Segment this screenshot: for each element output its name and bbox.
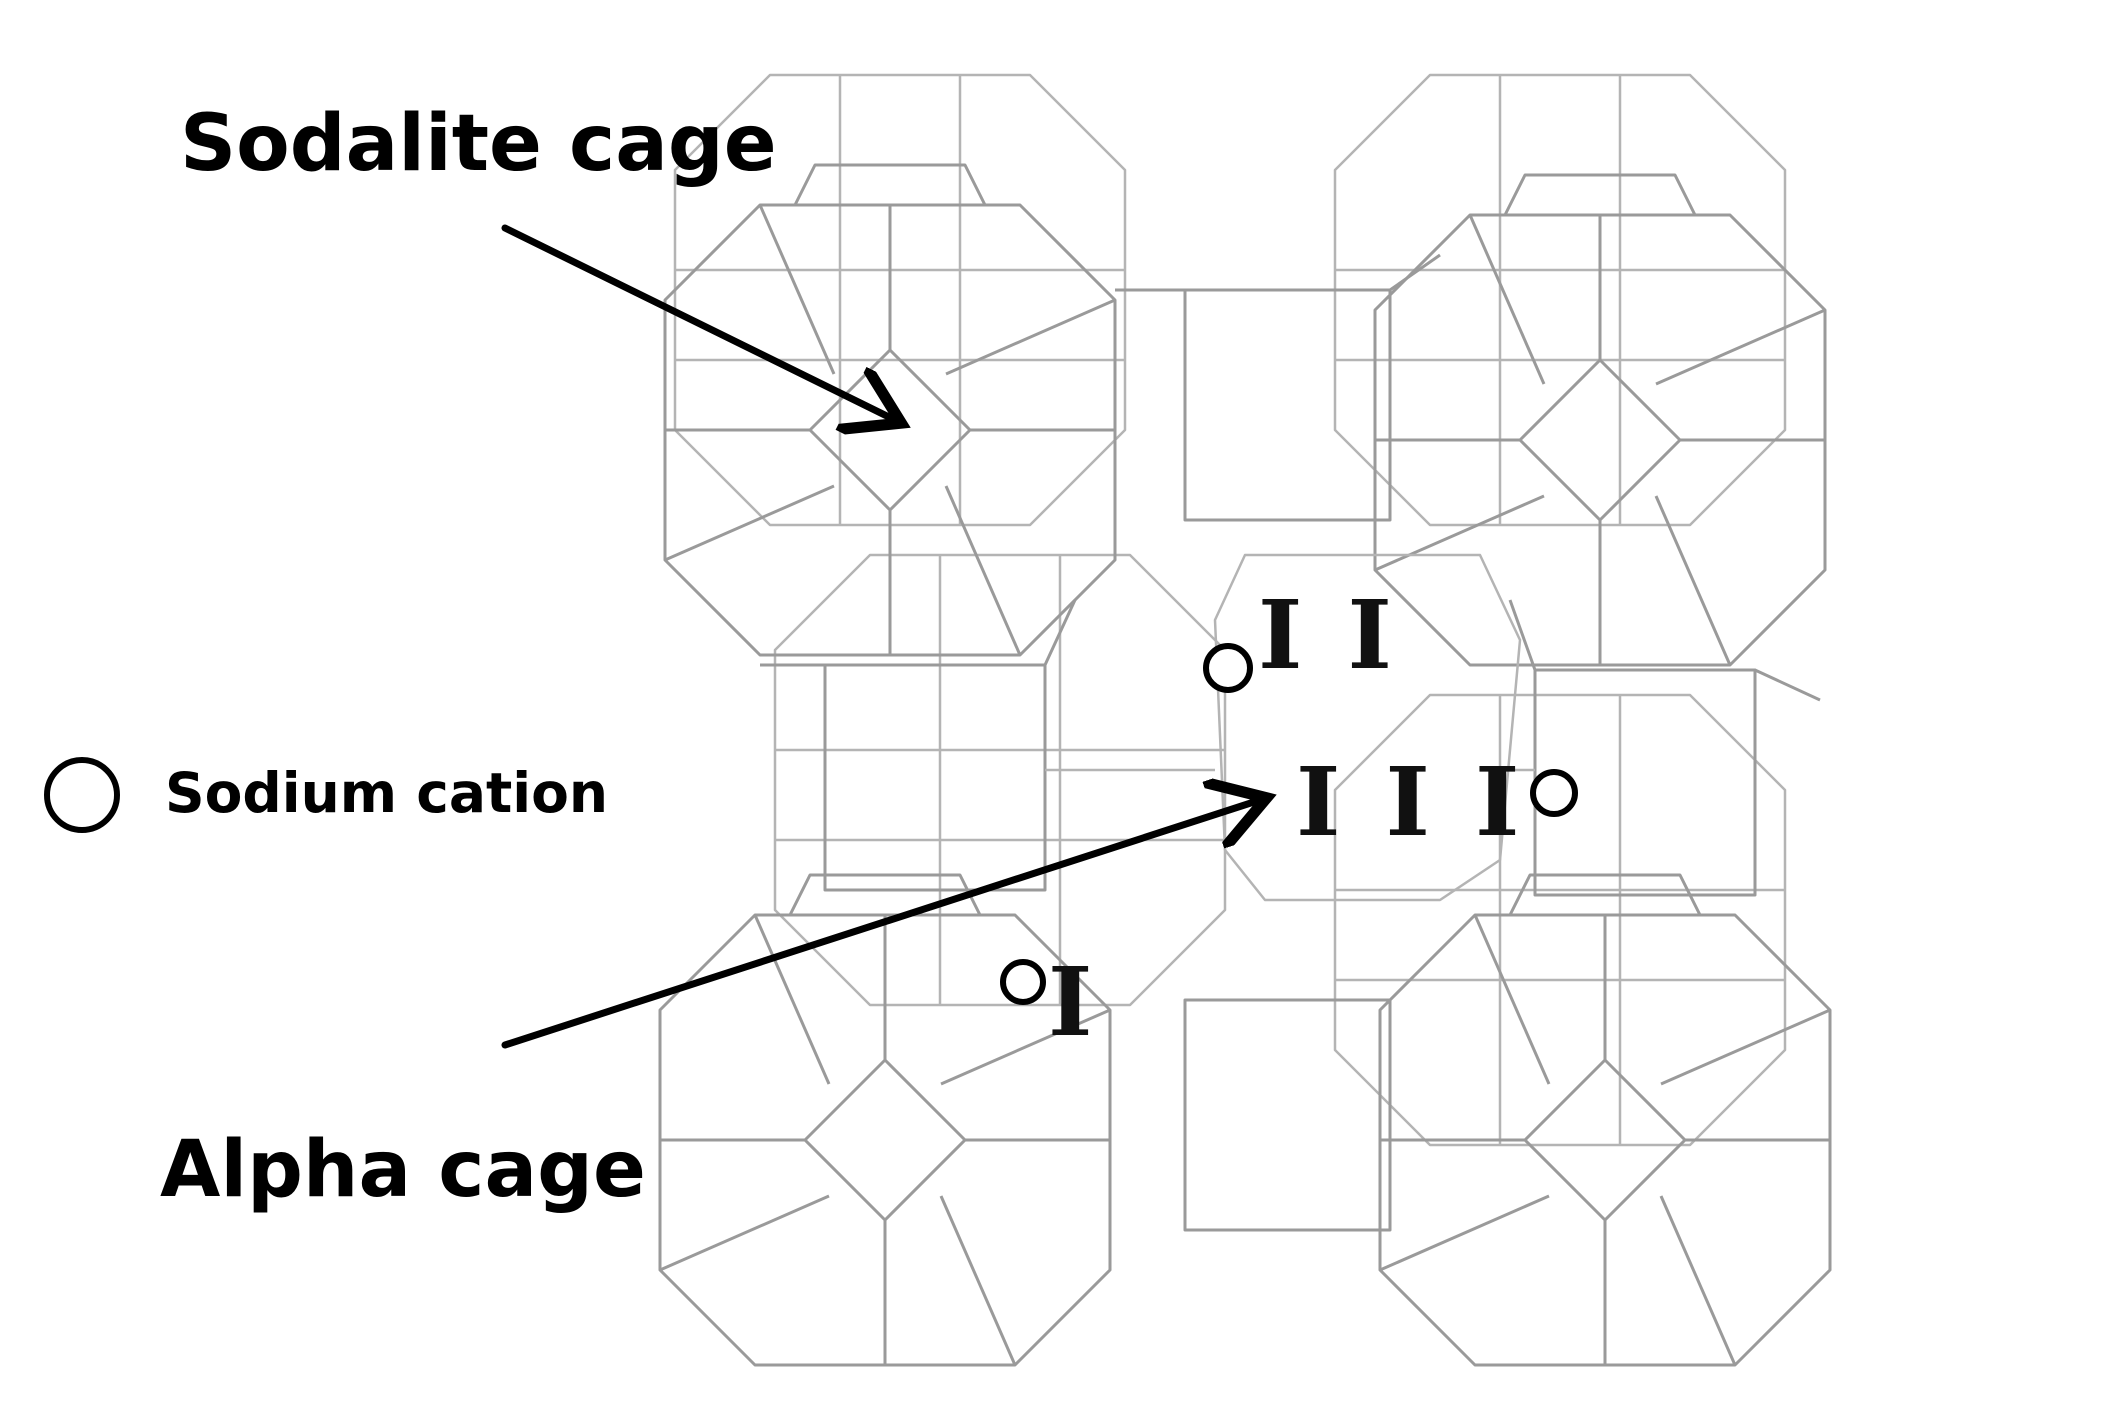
- sodalite-cage-bottom-right: [1378, 873, 1832, 1367]
- sodium-cation-site-3: [1530, 769, 1578, 817]
- arrows: [501, 224, 1260, 1049]
- sodalite-cage-top-right: [1373, 173, 1827, 667]
- site-label-1: I: [1048, 947, 1092, 1058]
- cation-markers: [44, 643, 1578, 1005]
- site-label-3: I I I: [1296, 747, 1525, 858]
- alpha-cage-inner: [1045, 553, 1535, 902]
- legend-sodium-cation-label: Sodium cation: [165, 761, 608, 825]
- alpha-cage-label: Alpha cage: [160, 1125, 646, 1215]
- sodium-cation-site-2: [1203, 643, 1253, 693]
- sodalite-cage-bottom-left: [658, 873, 1112, 1367]
- sodalite-cage-label: Sodalite cage: [180, 99, 777, 189]
- sodium-cation-site-1: [1000, 959, 1046, 1005]
- framework-lines: [658, 73, 1832, 1367]
- sodalite-cage-top-left: [663, 163, 1117, 657]
- site-label-2: I I: [1258, 580, 1398, 691]
- legend-sodium-cation-icon: [44, 757, 120, 833]
- alpha-arrow: [501, 800, 1260, 1049]
- connecting-prisms: [760, 253, 1821, 1232]
- sodalite-arrow: [501, 224, 895, 420]
- back-cages: [673, 73, 1787, 1147]
